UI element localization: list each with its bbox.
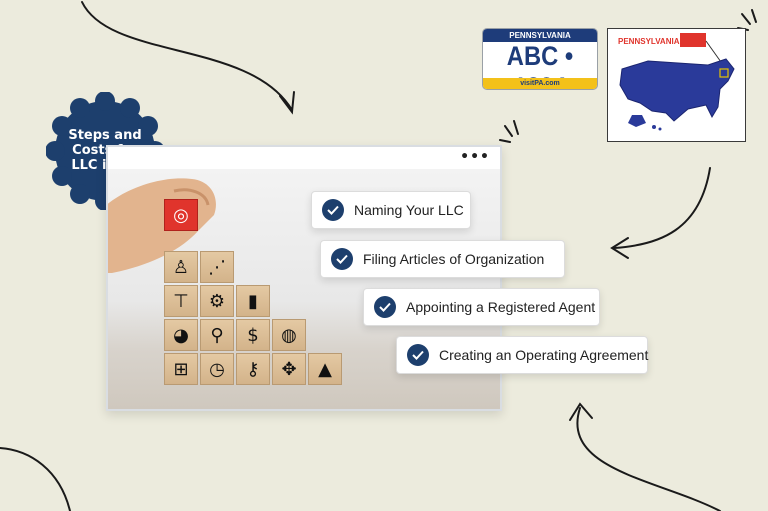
curved-arrow-bottom xyxy=(576,407,721,511)
wooden-blocks: ◎ ♙ ⋰ ⊤ ⚙ ▮ ◕ ⚲ $ ◍ ⊞ ◷ ⚷ ✥ ▲ xyxy=(164,199,354,401)
gear-icon: ⚙ xyxy=(200,285,234,317)
check-icon xyxy=(322,199,344,221)
curved-arrow-right xyxy=(613,167,711,249)
check-icon xyxy=(331,248,353,270)
check-icon xyxy=(407,344,429,366)
puzzle-icon: ✥ xyxy=(272,353,306,385)
magnifier-icon: ⚲ xyxy=(200,319,234,351)
step-card-4: Creating an Operating Agreement xyxy=(396,336,648,374)
more-dots-icon: ••• xyxy=(460,149,490,165)
step-label: Creating an Operating Agreement xyxy=(439,347,649,363)
pa-highlight-icon xyxy=(680,33,706,47)
window-titlebar: ••• xyxy=(108,147,500,167)
plate-site: visitPA.com xyxy=(483,78,597,89)
pie-chart-icon: ◕ xyxy=(164,319,198,351)
us-map-card: PENNSYLVANIA xyxy=(607,28,746,142)
lightbulb-person-icon: ♙ xyxy=(164,251,198,283)
spark-lines-window xyxy=(499,120,519,143)
spark-lines-map xyxy=(737,9,757,31)
plate-state: PENNSYLVANIA xyxy=(483,29,597,42)
step-label: Appointing a Registered Agent xyxy=(406,299,596,315)
globe-icon: ◍ xyxy=(272,319,306,351)
target-icon: ◎ xyxy=(164,199,198,231)
org-chart-icon: ⊤ xyxy=(164,285,198,317)
curved-arrow-top xyxy=(81,1,293,111)
step-card-2: Filing Articles of Organization xyxy=(320,240,565,278)
arrowhead-top xyxy=(279,91,295,115)
clock-icon: ◷ xyxy=(200,353,234,385)
curved-line-bottom-left xyxy=(0,447,71,511)
money-bag-icon: $ xyxy=(236,319,270,351)
flowchart-icon: ⊞ xyxy=(164,353,198,385)
badge-line-1: Steps and xyxy=(68,128,142,143)
line-chart-icon: ⋰ xyxy=(200,251,234,283)
bar-chart-icon: ▮ xyxy=(236,285,270,317)
step-card-3: Appointing a Registered Agent xyxy=(363,288,600,326)
map-state-label: PENNSYLVANIA xyxy=(618,37,680,46)
arrowhead-bottom xyxy=(569,402,593,421)
us-map-icon xyxy=(619,33,735,131)
step-card-1: Naming Your LLC xyxy=(311,191,471,229)
step-label: Filing Articles of Organization xyxy=(363,251,545,267)
key-icon: ⚷ xyxy=(236,353,270,385)
pyramid-icon: ▲ xyxy=(308,353,342,385)
license-plate: PENNSYLVANIA ABC • 1234 visitPA.com xyxy=(482,28,598,90)
check-icon xyxy=(374,296,396,318)
step-label: Naming Your LLC xyxy=(354,202,464,218)
arrowhead-right xyxy=(610,237,629,259)
